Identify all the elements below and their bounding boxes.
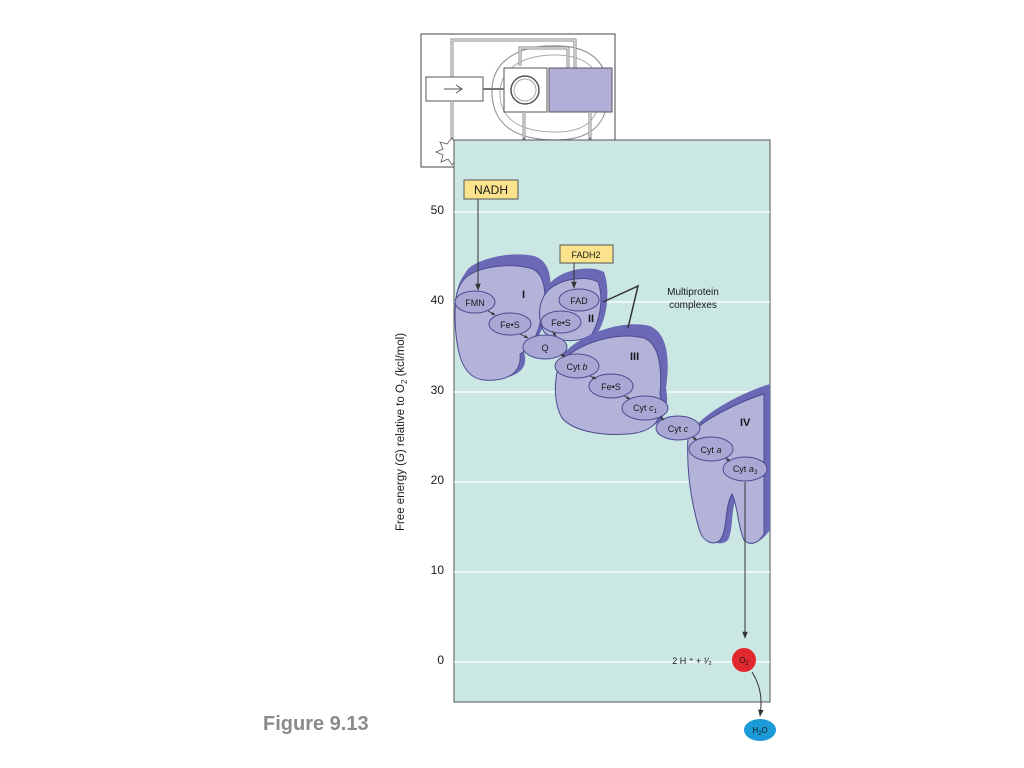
complex-3-label: III <box>630 351 639 363</box>
carrier-fad <box>558 288 600 312</box>
oxygen-molecule <box>732 648 756 672</box>
electron-flow-arrows <box>487 310 731 462</box>
carriers <box>454 288 768 482</box>
multiprotein-bracket <box>602 284 640 329</box>
multiprotein-label-line1: Multiprotein <box>667 287 719 298</box>
carrier-q <box>522 334 568 360</box>
nadh-label: NADH <box>474 183 508 197</box>
carrier-fes-3 <box>588 373 634 399</box>
nadh-box <box>463 179 519 200</box>
cyt-a3-label: Cyt a3 <box>733 464 758 476</box>
complex-2-label: II <box>588 313 594 325</box>
fes-1-label: Fe•S <box>500 320 520 330</box>
y-axis-label: Free energy (G) relative to O2 (kcl/mol) <box>395 333 409 531</box>
tick-30: 30 <box>431 383 445 397</box>
tick-20: 20 <box>431 473 445 487</box>
fad-label: FAD <box>570 296 588 306</box>
carrier-cyt-a3 <box>722 456 768 482</box>
carrier-cyt-c <box>655 415 701 441</box>
fes-3-label: Fe•S <box>601 382 621 392</box>
gridlines <box>454 211 770 663</box>
oxidative-phosphorylation-box <box>548 67 613 113</box>
q-label: Q <box>541 343 548 353</box>
carrier-fmn <box>454 290 496 314</box>
water-molecule <box>744 719 776 741</box>
cyt-b-label: Cyt b <box>566 362 587 372</box>
carrier-cyt-a <box>688 436 734 462</box>
fmn-label: FMN <box>465 298 485 308</box>
tick-10: 10 <box>431 563 445 577</box>
tick-40: 40 <box>431 293 445 307</box>
to-water-arrow <box>751 671 764 717</box>
carrier-fes-2 <box>540 310 582 334</box>
multiprotein-label-line2: complexes <box>669 300 717 311</box>
cyt-c-label: Cyt c <box>668 424 689 434</box>
o2-label: O2 <box>739 656 749 667</box>
tick-0: 0 <box>437 653 444 667</box>
protons-label: 2 H ⁺ + ¹⁄₂ <box>672 656 712 666</box>
complex-4-label: IV <box>740 417 751 429</box>
fadh2-box <box>559 244 614 264</box>
carrier-fes-1 <box>488 312 532 336</box>
cyt-c1-label: Cyt c1 <box>633 403 657 415</box>
fadh2-label: FADH2 <box>571 250 600 260</box>
cyt-a-label: Cyt a <box>700 445 721 455</box>
carrier-cyt-b <box>554 353 600 379</box>
carrier-cyt-c1 <box>621 395 669 421</box>
h2o-label: H2O <box>752 726 767 737</box>
figure-caption: Figure 9.13 <box>263 713 369 735</box>
tick-50: 50 <box>431 203 445 217</box>
y-tick-labels: 50 40 30 20 10 0 <box>431 203 445 667</box>
complex-1-label: I <box>522 289 525 301</box>
fes-2-label: Fe•S <box>551 318 571 328</box>
